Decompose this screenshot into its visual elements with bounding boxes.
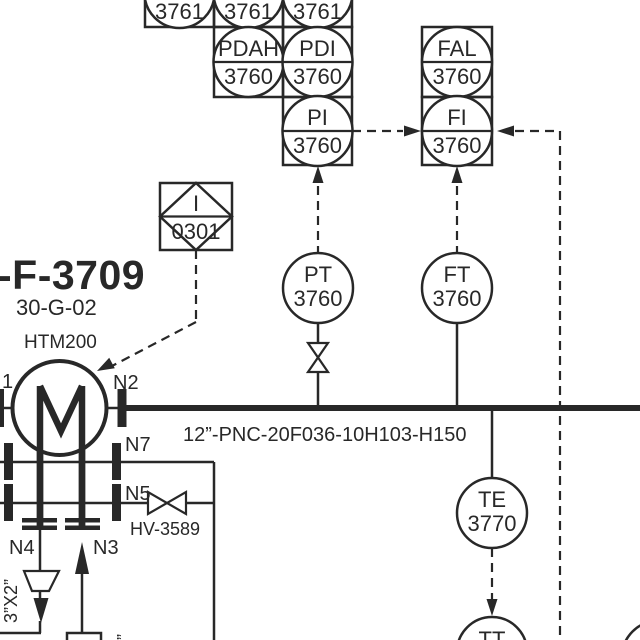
tt-func: TT xyxy=(479,627,506,640)
equipment-service: HTM200 xyxy=(24,332,97,353)
arrow-into-fi-right xyxy=(497,125,514,137)
fal-loop: 3760 xyxy=(433,64,482,89)
flange-n2 xyxy=(117,389,127,427)
nozzle-n3-label: N3 xyxy=(93,537,119,559)
arrow-into-fi-left xyxy=(404,125,421,137)
pipe-line-number: 12”-PNC-20F036-10H103-H150 xyxy=(183,424,466,446)
ft-loop: 3760 xyxy=(433,286,482,311)
hv-valve-right-wedge xyxy=(164,490,188,516)
signal-lines xyxy=(97,125,562,640)
labels: 3761 3761 3761 PDAH 3760 PDI 3760 FAL 37… xyxy=(0,0,516,640)
flange-n7-line-left xyxy=(4,443,13,480)
pdi-loop: 3760 xyxy=(293,64,342,89)
pt-root-valve-top xyxy=(305,341,331,360)
nozzle-n4-label: N4 xyxy=(9,537,35,559)
instrument-bubble-tt xyxy=(457,615,527,640)
equipment-symbol-m xyxy=(36,384,86,528)
nozzle-n5-label: N5 xyxy=(125,483,151,505)
pipe-n3-source-bracket xyxy=(65,631,103,640)
nozzle-n1-label: 1 xyxy=(2,371,13,393)
shared-instrument-matrix xyxy=(143,0,494,168)
reducer-3x2 xyxy=(22,569,61,593)
pdi-func: PDI xyxy=(299,36,336,61)
reducer-size-label: 3”X2” xyxy=(1,579,21,623)
flow-arrow-down-n4 xyxy=(33,598,49,623)
flange-n5-line-left xyxy=(4,484,13,521)
pi-loop: 3760 xyxy=(293,133,342,158)
pt-func: PT xyxy=(304,262,332,287)
flow-arrows xyxy=(33,542,89,623)
pdah-func: PDAH xyxy=(218,36,279,61)
instrument-bubble-te xyxy=(455,476,529,550)
fi-loop: 3760 xyxy=(433,133,482,158)
equipment-tag: -F-3709 xyxy=(0,252,145,298)
interlock-num: 0301 xyxy=(172,219,221,244)
hv-valve-tag: HV-3589 xyxy=(130,519,200,539)
pt-loop: 3760 xyxy=(294,286,343,311)
flow-arrow-up-n3 xyxy=(75,542,89,574)
fal-func: FAL xyxy=(437,36,476,61)
te-loop: 3770 xyxy=(468,511,517,536)
flange-n7 xyxy=(112,443,121,480)
fi-func: FI xyxy=(447,105,467,130)
flange-n1 xyxy=(0,389,4,427)
pt-root-valve-bottom xyxy=(305,355,331,374)
arrow-into-fi-bottom xyxy=(451,166,463,183)
equipment-body-circle xyxy=(10,359,109,457)
valves xyxy=(22,341,331,593)
field-instruments xyxy=(281,251,640,640)
pi-func: PI xyxy=(307,105,328,130)
bubble-3761-1-loop: 3761 xyxy=(155,0,204,24)
flange-n5 xyxy=(112,484,121,521)
arrow-into-equipment xyxy=(97,357,115,371)
interlock-func: I xyxy=(193,191,199,216)
nozzle-n2-label: N2 xyxy=(113,372,139,394)
instrument-bubble-ft xyxy=(420,251,494,325)
hv-valve-left-wedge xyxy=(146,490,170,516)
bubble-3761-3-loop: 3761 xyxy=(293,0,342,24)
nozzle-n7-label: N7 xyxy=(125,434,151,456)
te-func: TE xyxy=(478,487,506,512)
ft-func: FT xyxy=(444,262,471,287)
instrument-bubble-pt xyxy=(281,251,355,325)
signal-interlock-diagonal xyxy=(111,321,197,367)
equipment-ref: 30-G-02 xyxy=(16,295,97,320)
arrow-into-pi xyxy=(312,166,324,183)
equipment-f3709 xyxy=(10,359,109,528)
instrument-bubble-corner-partial xyxy=(624,624,640,640)
branch-size-label: 2” xyxy=(114,634,134,640)
bubble-3761-2-loop: 3761 xyxy=(224,0,273,24)
instrument-bubble-3761-1 xyxy=(143,0,216,30)
arrow-into-tt xyxy=(486,599,498,616)
pdah-loop: 3760 xyxy=(224,64,273,89)
